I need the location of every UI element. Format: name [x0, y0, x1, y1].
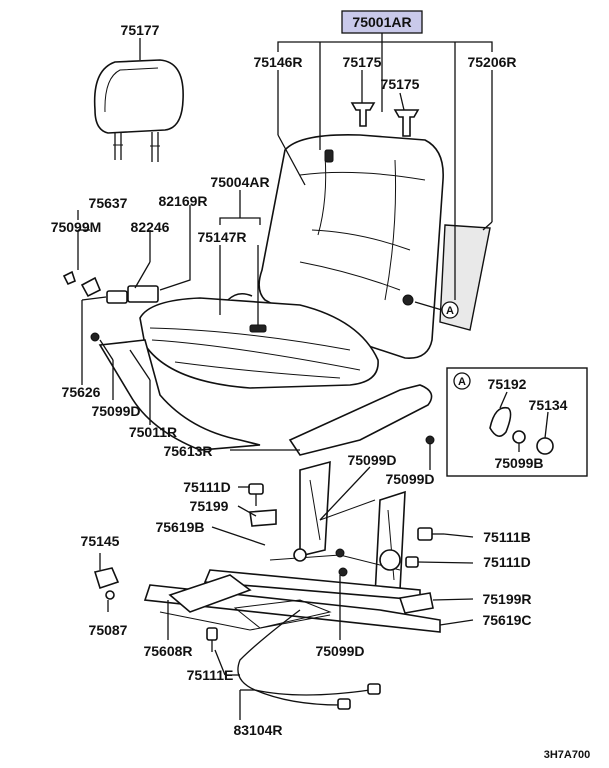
label-bracket-a: 75637	[89, 195, 128, 211]
label-lever: 75608R	[143, 643, 192, 659]
label-clip-b: 75175	[381, 76, 420, 92]
label-harness: 83104R	[233, 722, 282, 738]
label-detail-a-3: 75099B	[494, 455, 543, 471]
label-bolt-d1: 75111D	[183, 479, 231, 495]
label-headrest: 75177	[121, 22, 160, 38]
label-bracket-r: 75199R	[482, 591, 531, 607]
label-screw-m: 75099M	[51, 219, 102, 235]
label-rail-cover-c: 75619C	[482, 612, 531, 628]
frame-drawing	[93, 435, 444, 652]
label-lever-cover: 75613R	[163, 443, 212, 459]
label-side-cover: 75011R	[129, 424, 177, 440]
label-bolt-e: 75111E	[187, 667, 234, 683]
label-screw-d1: 75099D	[91, 403, 140, 419]
label-screw-d2: 75099D	[347, 452, 396, 468]
label-cushion-cover: 75147R	[197, 229, 246, 245]
main-assembly-highlight	[341, 10, 423, 34]
clip-parts-drawing	[350, 102, 420, 137]
label-detail-a-2: 75134	[529, 397, 568, 413]
label-bolt-d2: 75111D	[483, 554, 531, 570]
label-back-board: 75206R	[467, 54, 516, 70]
label-cushion-assy: 75004AR	[210, 174, 269, 190]
label-rail-cover: 75619B	[155, 519, 204, 535]
label-harness-connector: 82169R	[158, 193, 207, 209]
callout-a-detail-marker: A	[458, 376, 466, 388]
label-bracket-b: 75199	[190, 498, 229, 514]
label-main-assembly: 75001AR	[352, 14, 411, 30]
label-clip-e: 75087	[89, 622, 128, 638]
label-trim-rear: 75626	[62, 384, 101, 400]
cushion-drawing	[98, 292, 433, 456]
label-back-cover: 75146R	[253, 54, 302, 70]
label-clip-a: 75175	[343, 54, 382, 70]
label-detail-a-1: 75192	[488, 376, 527, 392]
label-clip-c: 82246	[131, 219, 170, 235]
label-clip-d: 75145	[81, 533, 120, 549]
left-small-parts-drawing	[62, 270, 159, 342]
headrest-drawing	[93, 59, 184, 162]
figure-code: 3H7A700	[544, 749, 590, 761]
label-bolt-b: 75111B	[483, 529, 531, 545]
label-screw-d4: 75099D	[315, 643, 364, 659]
leader-lines	[77, 33, 549, 720]
harness-drawing	[237, 609, 381, 710]
detail-a-box	[446, 367, 588, 477]
callout-a-marker: A	[446, 305, 454, 317]
label-screw-d3: 75099D	[385, 471, 434, 487]
